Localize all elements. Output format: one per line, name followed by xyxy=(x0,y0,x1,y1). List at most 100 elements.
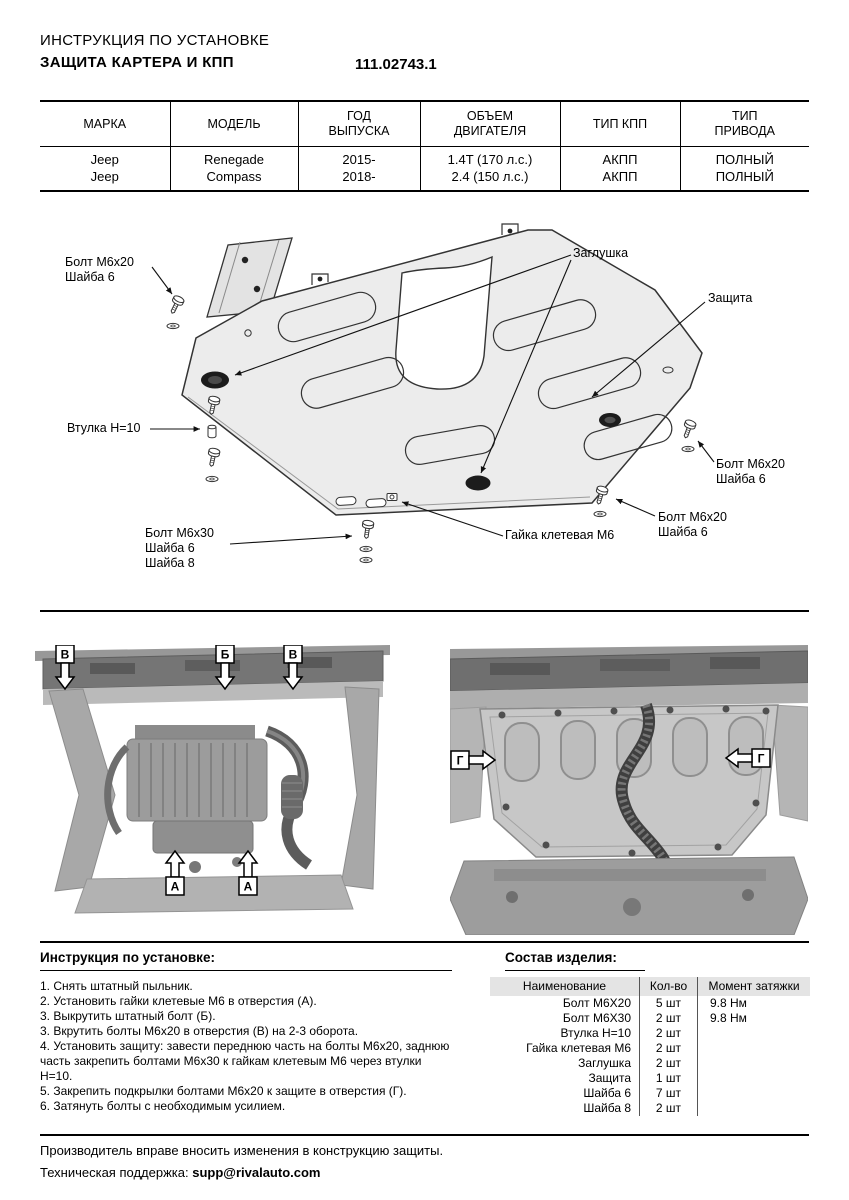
part-name: Шайба 6 xyxy=(490,1086,640,1101)
spec-header-row: МАРКА МОДЕЛЬ ГОД ВЫПУСКА ОБЪЕМ ДВИГАТЕЛЯ… xyxy=(40,101,809,147)
parts-col-qty: Кол-во xyxy=(640,977,698,996)
part-name: Болт М6Х20 xyxy=(490,996,640,1011)
part-name: Втулка Н=10 xyxy=(490,1026,640,1041)
instructions-title: Инструкция по установке: xyxy=(40,950,215,965)
svg-text:В: В xyxy=(61,648,70,662)
part-name: Защита xyxy=(490,1071,640,1086)
label-bolt-m6x30: Болт М6х30 Шайба 6 Шайба 8 xyxy=(145,526,214,570)
installation-photos: В Б В А А xyxy=(0,618,849,938)
cell-year: 2015- xyxy=(297,146,420,168)
photo-stock-underbody: В Б В А А xyxy=(35,645,390,914)
skid-plate-drawing xyxy=(150,223,715,564)
instruction-step: 5. Закрепить подкрылки болтами М6х20 к з… xyxy=(40,1084,407,1098)
part-qty: 2 шт xyxy=(640,1041,698,1056)
part-torque xyxy=(698,1026,810,1041)
part-torque xyxy=(698,1041,810,1056)
callout-marker-a-2: А xyxy=(237,849,259,896)
svg-text:А: А xyxy=(244,880,253,894)
part-qty: 1 шт xyxy=(640,1071,698,1086)
part-qty: 2 шт xyxy=(640,1026,698,1041)
photo-content xyxy=(35,645,390,914)
vehicle-spec-table: МАРКА МОДЕЛЬ ГОД ВЫПУСКА ОБЪЕМ ДВИГАТЕЛЯ… xyxy=(40,100,809,192)
skid-plate xyxy=(181,223,703,516)
bolt-glyph xyxy=(205,446,221,468)
washer-glyph xyxy=(681,445,695,453)
photo-content xyxy=(450,645,808,935)
installation-diagram: Болт М6х20 Шайба 6 Заглушка Защита Втулк… xyxy=(0,205,849,607)
part-torque xyxy=(698,1101,810,1116)
title-underline xyxy=(505,970,645,971)
cell-year: 2018- xyxy=(297,168,420,191)
callout-marker-v-right: В xyxy=(282,645,304,691)
part-qty: 2 шт xyxy=(640,1101,698,1116)
svg-text:А: А xyxy=(171,880,180,894)
parts-table: Наименование Кол-во Момент затяжки Болт … xyxy=(490,977,810,1116)
label-bolt-m6x20-right-upper: Болт М6х20 Шайба 6 xyxy=(716,457,785,486)
central-cutout xyxy=(395,255,493,390)
svg-text:В: В xyxy=(289,648,298,662)
section-divider xyxy=(40,610,809,612)
section-divider xyxy=(40,941,809,943)
col-drive: ТИП ПРИВОДА xyxy=(679,101,809,147)
page-title: ЗАЩИТА КАРТЕРА И КПП xyxy=(40,54,234,71)
spec-row: Jeep Renegade 2015- 1.4T (170 л.с.) АКПП… xyxy=(40,146,809,168)
part-qty: 5 шт xyxy=(640,996,698,1011)
cage-nut-glyph xyxy=(386,493,398,501)
part-name: Гайка клетевая М6 xyxy=(490,1041,640,1056)
bolt-glyph xyxy=(166,293,186,317)
instruction-step: 1. Снять штатный пыльник. xyxy=(40,979,193,993)
label-bolt-m6x20-right-lower: Болт М6х20 Шайба 6 xyxy=(658,510,727,539)
cell-brand: Jeep xyxy=(90,152,119,167)
washer-glyph xyxy=(593,510,607,518)
photo-installed-shield: Г Г xyxy=(450,645,808,935)
instruction-step: 2. Установить гайки клетевые М6 в отверс… xyxy=(40,994,317,1008)
label-cage-nut: Гайка клетевая М6 xyxy=(505,528,615,542)
doc-type: ИНСТРУКЦИЯ ПО УСТАНОВКЕ xyxy=(40,32,270,49)
part-torque: 9.8 Нм xyxy=(710,1011,747,1025)
callout-marker-b-center: Б xyxy=(214,645,236,691)
part-name: Шайба 8 xyxy=(490,1101,640,1116)
col-engine: ОБЪЕМ ДВИГАТЕЛЯ xyxy=(419,101,560,147)
part-qty: 7 шт xyxy=(640,1086,698,1101)
callout-marker-g-right: Г xyxy=(724,747,771,769)
leader-lines xyxy=(150,254,715,545)
installation-instructions: Инструкция по установке: 1. Снять штатны… xyxy=(40,950,452,1114)
part-name: Болт М6Х30 xyxy=(490,1011,640,1026)
cell-gearbox: АКПП xyxy=(559,168,680,191)
parts-col-torque: Момент затяжки xyxy=(698,977,810,996)
cell-brand: Jeep xyxy=(90,169,119,184)
svg-text:Г: Г xyxy=(457,754,464,768)
cell-drive: ПОЛНЫЙ xyxy=(679,168,809,191)
svg-text:Г: Г xyxy=(758,752,765,766)
svg-text:Б: Б xyxy=(221,648,230,662)
part-torque xyxy=(698,1071,810,1086)
sleeve-glyph xyxy=(207,424,217,439)
washer-glyph xyxy=(359,556,373,564)
washer-glyph xyxy=(205,475,219,483)
part-torque xyxy=(698,1086,810,1101)
stiffening-ribs xyxy=(277,291,673,465)
col-model: МОДЕЛЬ xyxy=(169,101,298,147)
cell-engine: 1.4T (170 л.с.) xyxy=(419,146,560,168)
label-plug: Заглушка xyxy=(573,246,629,260)
support-label: Техническая поддержка: xyxy=(40,1165,189,1180)
cell-model: Compass xyxy=(169,168,298,191)
part-qty: 2 шт xyxy=(640,1056,698,1071)
spec-row: Jeep Compass 2018- 2.4 (150 л.с.) АКПП П… xyxy=(40,168,809,191)
part-number: 111.02743.1 xyxy=(355,56,437,73)
title-underline xyxy=(40,970,452,971)
washer-glyph xyxy=(166,322,180,330)
col-year: ГОД ВЫПУСКА xyxy=(297,101,420,147)
document-header: ИНСТРУКЦИЯ ПО УСТАНОВКЕ ЗАЩИТА КАРТЕРА И… xyxy=(40,32,269,71)
footer-divider xyxy=(40,1134,809,1136)
callout-marker-a-1: А xyxy=(164,849,186,896)
washer-glyph xyxy=(359,545,373,553)
part-name: Заглушка xyxy=(490,1056,640,1071)
parts-title: Состав изделия: xyxy=(505,950,617,965)
label-sleeve: Втулка Н=10 xyxy=(67,421,141,435)
instruction-step: 3. Вкрутить болты М6х20 в отверстия (В) … xyxy=(40,1024,359,1038)
cell-drive: ПОЛНЫЙ xyxy=(679,146,809,168)
support-line: Техническая поддержка: supp@rivalauto.co… xyxy=(40,1165,443,1180)
part-torque: 9.8 Нм xyxy=(710,996,747,1010)
